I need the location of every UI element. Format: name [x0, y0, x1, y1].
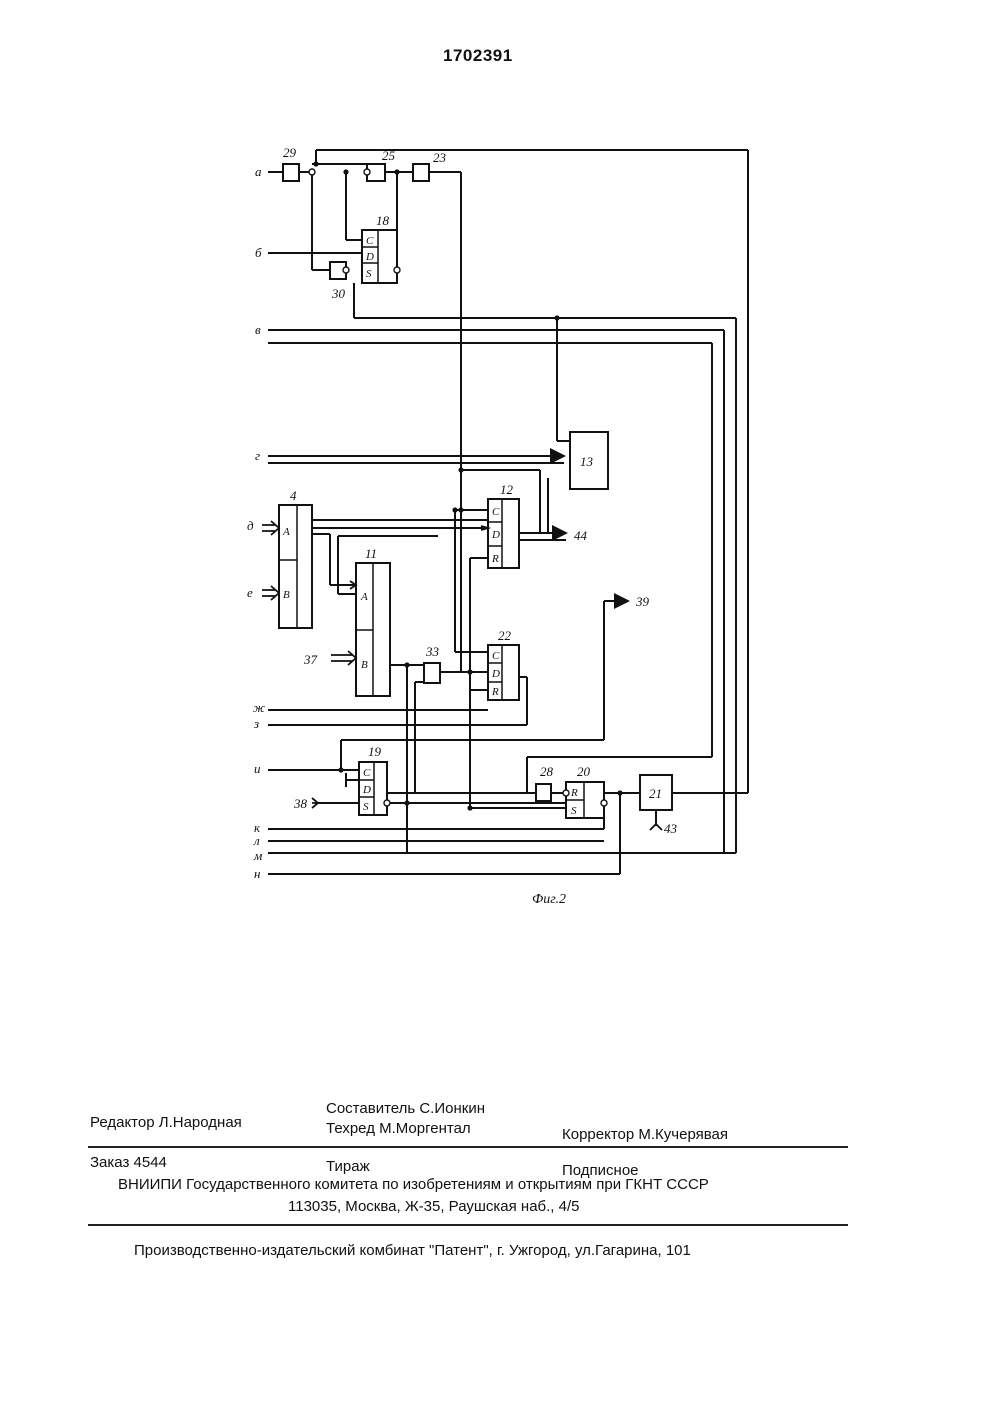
blocks — [279, 164, 672, 818]
svg-text:C: C — [363, 767, 371, 779]
label-43: 43 — [664, 821, 678, 836]
svg-text:C: C — [492, 650, 500, 662]
block-labels: 29 25 23 18 30 13 4 12 11 22 33 19 28 20… — [283, 145, 678, 836]
input-a: а — [255, 164, 262, 179]
svg-text:D: D — [491, 668, 500, 680]
svg-text:R: R — [570, 787, 578, 799]
address: 113035, Москва, Ж-35, Раушская наб., 4/5 — [288, 1198, 580, 1215]
input-b: б — [255, 245, 262, 260]
rule-bottom — [88, 1224, 848, 1226]
label-38: 38 — [293, 796, 308, 811]
svg-text:D: D — [491, 529, 500, 541]
svg-text:R: R — [491, 553, 499, 565]
compiler: Составитель С.Ионкин — [326, 1100, 485, 1117]
techred: Техред М.Моргентал — [326, 1120, 471, 1137]
svg-text:S: S — [366, 268, 372, 280]
input-z: з — [253, 716, 259, 731]
block-23 — [413, 164, 429, 181]
label-11: 11 — [365, 546, 377, 561]
svg-text:R: R — [491, 686, 499, 698]
svg-text:В: В — [283, 589, 290, 601]
input-n: н — [254, 866, 260, 881]
input-v: в — [255, 322, 261, 337]
input-labels: а б в г д е ж з и к л м н — [247, 164, 265, 881]
input-zh: ж — [253, 700, 265, 715]
pin-labels: C D S А В C D R А В C D R C D S R S — [282, 235, 578, 817]
rule-top — [88, 1146, 848, 1148]
block-29 — [283, 164, 299, 181]
svg-text:S: S — [363, 801, 369, 813]
label-44: 44 — [574, 528, 588, 543]
input-d: д — [247, 518, 254, 533]
label-29: 29 — [283, 145, 297, 160]
label-4: 4 — [290, 488, 297, 503]
editor: Редактор Л.Народная — [90, 1114, 242, 1131]
label-18: 18 — [376, 213, 390, 228]
svg-text:S: S — [571, 805, 577, 817]
label-22: 22 — [498, 628, 512, 643]
order: Заказ 4544 — [90, 1154, 167, 1171]
label-39: 39 — [635, 594, 650, 609]
circulation: Тираж — [326, 1158, 370, 1175]
block-28 — [536, 784, 551, 801]
register-4 — [279, 505, 312, 628]
label-13: 13 — [580, 454, 594, 469]
label-21: 21 — [649, 786, 662, 801]
label-28: 28 — [540, 764, 554, 779]
label-37: 37 — [303, 652, 318, 667]
input-l: л — [253, 833, 260, 848]
label-23: 23 — [433, 150, 447, 165]
input-m: м — [253, 848, 262, 863]
input-i: и — [254, 761, 261, 776]
svg-text:А: А — [282, 526, 290, 538]
svg-text:D: D — [365, 251, 374, 263]
label-33: 33 — [425, 644, 440, 659]
label-25: 25 — [382, 148, 396, 163]
institute: ВНИИПИ Государственного комитета по изоб… — [118, 1176, 709, 1193]
input-g: г — [255, 448, 260, 463]
label-19: 19 — [368, 744, 382, 759]
svg-text:C: C — [492, 506, 500, 518]
publisher: Производственно-издательский комбинат "П… — [134, 1242, 691, 1259]
input-e: е — [247, 585, 253, 600]
figure-caption: Фиг.2 — [532, 892, 566, 908]
svg-text:C: C — [366, 235, 374, 247]
svg-text:В: В — [361, 659, 368, 671]
label-30: 30 — [331, 286, 346, 301]
corrector: Корректор М.Кучерявая — [562, 1126, 728, 1143]
svg-text:D: D — [362, 784, 371, 796]
svg-text:А: А — [360, 591, 368, 603]
label-12: 12 — [500, 482, 514, 497]
circuit-schematic: 29 25 23 18 30 13 4 12 11 22 33 19 28 20… — [0, 0, 1000, 920]
label-20: 20 — [577, 764, 591, 779]
block-33 — [424, 663, 440, 683]
